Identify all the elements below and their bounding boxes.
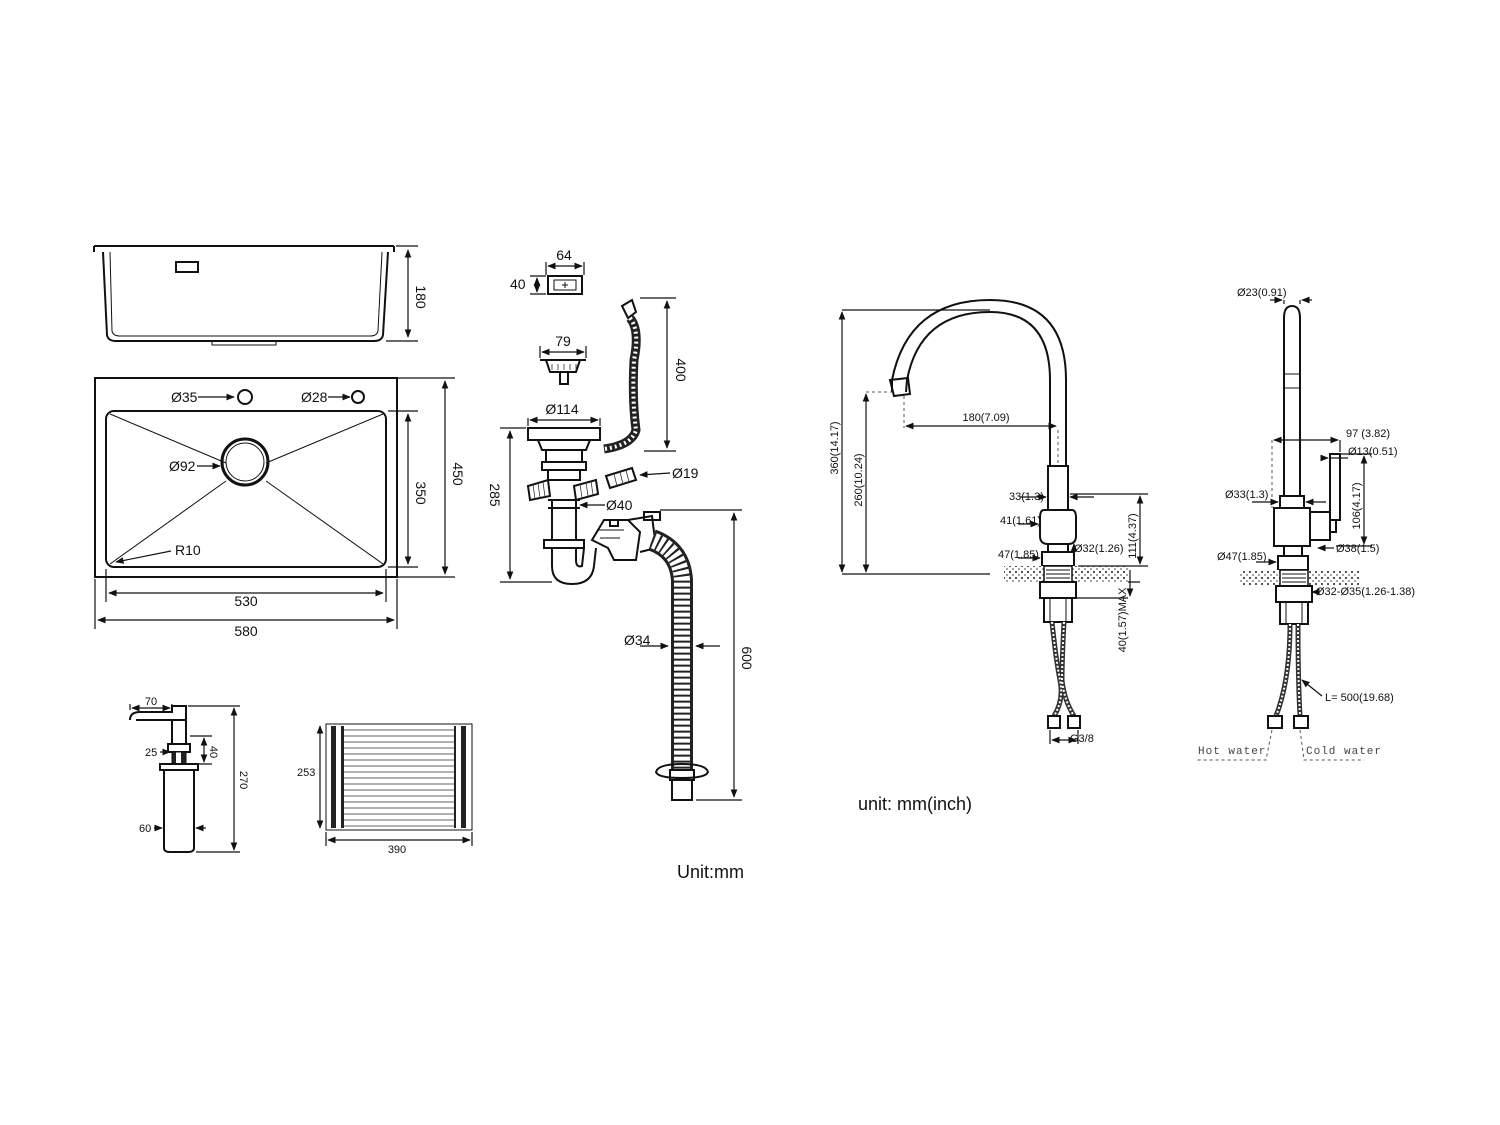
side-hole-label: Ø32-Ø35(1.26-1.38) xyxy=(1316,586,1415,598)
unit-right-label: unit: mm(inch) xyxy=(858,794,972,814)
side-tip-label: Ø23(0.91) xyxy=(1237,287,1287,299)
corner-radius-label: R10 xyxy=(175,542,201,558)
neck-height-label: 40 xyxy=(207,746,219,758)
cold-water-label: Cold water xyxy=(1306,746,1382,758)
strainer-label: 79 xyxy=(555,333,571,349)
side-base-label: Ø47(1.85) xyxy=(1217,551,1267,563)
front-body-d2-label: 41(1.61) xyxy=(1000,515,1041,527)
hose-length-label: 600 xyxy=(739,646,755,670)
faucet-side-view: Ø23(0.91) L= 500(19.68) Hot water Cold w… xyxy=(1196,287,1415,761)
rack-width-label: 390 xyxy=(388,844,406,856)
soap-dispenser: 70 25 40 270 60 xyxy=(129,696,249,853)
outer-width-label: 580 xyxy=(234,623,258,639)
dispenser-height-label: 270 xyxy=(237,771,249,789)
overflow-width-label: 64 xyxy=(556,247,572,263)
flange-label: Ø114 xyxy=(545,401,578,417)
side-lever-label: Ø13(0.51) xyxy=(1348,446,1398,458)
inner-depth-label: 350 xyxy=(413,481,429,505)
dispenser-hole-label: Ø28 xyxy=(301,389,328,405)
hose-label: Ø34 xyxy=(624,632,651,648)
front-reach-label: 180(7.09) xyxy=(962,412,1009,424)
front-base-label: 47(1.85) xyxy=(998,549,1039,561)
overflow-hose-label: 400 xyxy=(673,358,689,382)
front-body-d1-label: 33(1.3) xyxy=(1009,491,1044,503)
sink-top-view: Ø35 Ø28 Ø92 R10 350 450 530 580 xyxy=(94,377,466,639)
side-lever-reach-label: 97 (3.82) xyxy=(1346,428,1390,440)
hot-water-label: Hot water xyxy=(1198,746,1266,758)
front-max-deck-label: 40(1.57)MAX xyxy=(1117,587,1129,652)
side-lever-height-label: 106(4.17) xyxy=(1351,482,1363,529)
faucet-hole-label: Ø35 xyxy=(171,389,198,405)
side-hub-label: Ø38(1.5) xyxy=(1336,543,1379,555)
drying-rack: 253 390 xyxy=(297,723,473,856)
sink-side-view: 180 xyxy=(93,245,429,346)
dispenser-hole xyxy=(351,390,365,404)
front-body-height-label: 111(4.37) xyxy=(1127,513,1139,558)
bottle-label: 60 xyxy=(139,823,151,835)
outer-depth-label: 450 xyxy=(450,462,466,486)
pipe-label: Ø40 xyxy=(606,497,633,513)
front-spout-height-label: 260(10.24) xyxy=(853,453,865,506)
neck-label: 25 xyxy=(145,747,157,759)
drain-kit: 64 40 400 79 Ø114 Ø19 xyxy=(487,247,755,801)
front-shank-label: Ø32(1.26) xyxy=(1074,543,1124,555)
front-height-label: 360(14.17) xyxy=(829,421,841,474)
inner-width-label: 530 xyxy=(234,593,258,609)
overflow-height-label: 40 xyxy=(510,276,526,292)
drain-label: Ø92 xyxy=(169,458,196,474)
side-body-label: Ø33(1.3) xyxy=(1225,489,1268,501)
faucet-front-view: 180(7.09) G3/8 360(14.17) 260(10.24) xyxy=(829,298,1148,745)
spout-label: 70 xyxy=(145,696,157,708)
height-label: 285 xyxy=(487,483,503,507)
faucet-hole xyxy=(237,389,253,405)
side-hose-label: L= 500(19.68) xyxy=(1325,692,1394,704)
front-thread-label: G3/8 xyxy=(1070,733,1094,745)
connector-label: Ø19 xyxy=(672,465,699,481)
rack-depth-label: 253 xyxy=(297,767,315,779)
sink-depth-label: 180 xyxy=(413,285,429,309)
unit-left-label: Unit:mm xyxy=(677,862,744,882)
